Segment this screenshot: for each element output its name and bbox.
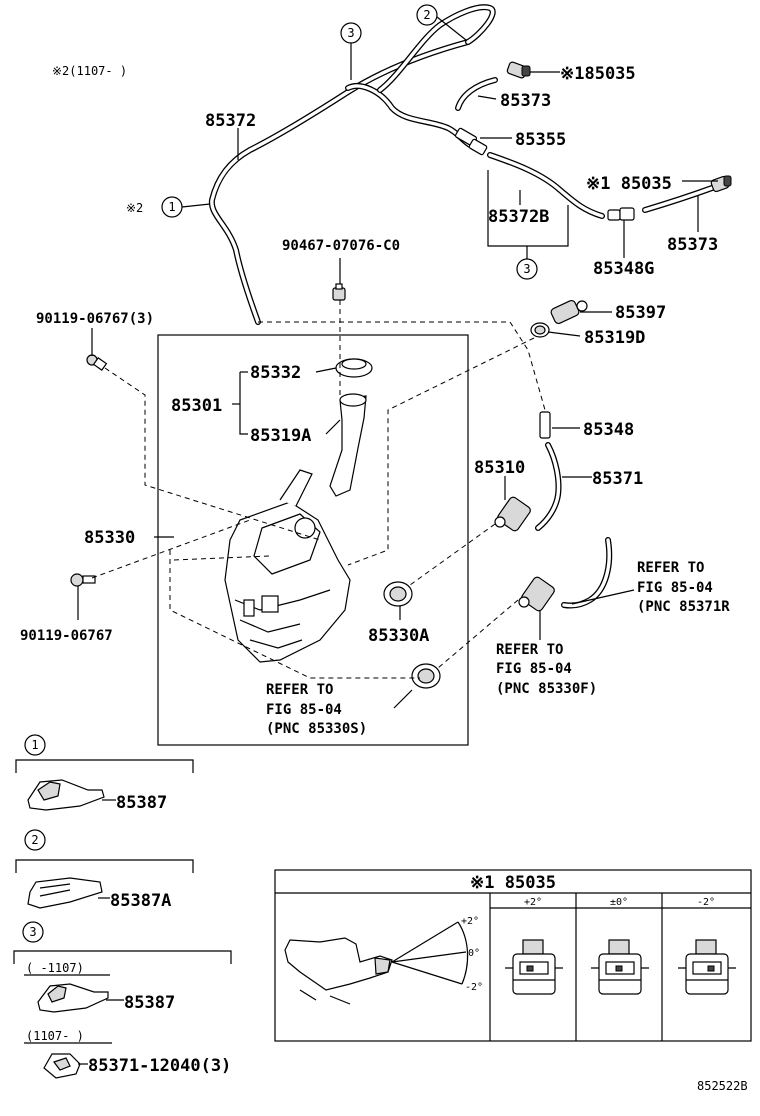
callout-3-top-text: 3 <box>347 26 354 40</box>
note-2-circle: ※2 <box>126 201 143 215</box>
label-85310: 85310 <box>474 458 525 478</box>
clip-90467 <box>332 283 346 301</box>
refer-85330s-line2: FIG 85-04 <box>266 702 342 718</box>
nozzle-85035-top <box>506 61 531 79</box>
label-85332: 85332 <box>250 363 301 383</box>
callout-circle-3-top: 3 <box>340 22 362 80</box>
label-85397: 85397 <box>615 303 666 323</box>
connector-85355 <box>454 127 488 156</box>
refer-85330s-line1: REFER TO <box>266 682 333 698</box>
nozzle-85035-mid <box>710 175 732 193</box>
hose-85372b <box>487 152 605 219</box>
label-85330: 85330 <box>84 528 135 548</box>
label-85319a: 85319A <box>250 426 311 446</box>
hose-85373-top <box>455 77 498 111</box>
label-90467: 90467-07076-C0 <box>282 238 400 254</box>
nozzle-setting-zero <box>591 939 649 995</box>
label-85355: 85355 <box>515 130 566 150</box>
washer-tank-85330 <box>224 469 351 663</box>
legend-2-number: 2 <box>31 833 38 847</box>
legend-3-number: 3 <box>29 925 36 939</box>
nozzle-detail-table: ※1 85035 +2° ±0° -2° +2° 0° -2° <box>274 869 752 1042</box>
grommet-85319d <box>530 322 550 338</box>
legend-2-part: 85387A <box>110 891 171 911</box>
label-85372: 85372 <box>205 111 256 131</box>
legend-1-number: 1 <box>31 738 38 752</box>
label-85373-top: 85373 <box>500 91 551 111</box>
label-85372b: 85372B <box>488 207 549 227</box>
tank-assembly-box <box>157 334 469 746</box>
bolt-90119-3 <box>86 354 108 371</box>
label-85373-mid: 85373 <box>667 235 718 255</box>
bolt-90119 <box>70 573 96 587</box>
label-90119: 90119-06767 <box>20 628 113 644</box>
clip-85387a-icon <box>27 877 103 909</box>
callout-3-mid-text: 3 <box>523 262 530 276</box>
legend-item-1: 1 85387 <box>15 734 194 813</box>
assembly-lines <box>91 300 546 679</box>
nozzle-setting-minus2 <box>678 939 736 995</box>
detail-title: ※1 85035 <box>470 873 556 893</box>
angle-plus2: +2° <box>461 916 479 927</box>
detail-col-plus2: +2° <box>524 897 542 908</box>
legend-item-2: 2 85387A <box>15 829 194 911</box>
callout-circle-3-mid: 3 <box>487 170 569 280</box>
note-2-range: ※2(1107- ) <box>52 64 127 78</box>
leader-lines <box>77 71 718 709</box>
cap-85332 <box>335 358 373 378</box>
detail-col-minus2: -2° <box>697 897 715 908</box>
legend-item-3: 3 ( -1107) 85387 (1107- ) 85371-12040(3) <box>13 921 232 1079</box>
legend-1-part: 85387 <box>116 793 167 813</box>
grommet-85330a <box>383 581 413 607</box>
label-85348g: 85348G <box>593 259 654 279</box>
legend-3-part-a: 85387 <box>124 993 175 1013</box>
inlet-85319a <box>329 393 367 497</box>
hose-85371 <box>535 442 562 531</box>
grommet-refer-85330s <box>411 663 441 689</box>
clip-85387-icon <box>27 779 105 811</box>
refer-85330f-line1: REFER TO <box>496 642 563 658</box>
clip-85371-icon <box>43 1053 81 1079</box>
label-85319d: 85319D <box>584 328 645 348</box>
refer-85330s-line3: (PNC 85330S) <box>266 721 367 737</box>
nozzle-setting-plus2 <box>505 939 563 995</box>
label-85371: 85371 <box>592 469 643 489</box>
refer-85371r-line2: FIG 85-04 <box>637 580 713 596</box>
pump-refer-85330f <box>518 576 555 612</box>
refer-85371r-line1: REFER TO <box>637 560 704 576</box>
joint-85348 <box>539 411 551 439</box>
hose-85373-mid <box>642 185 715 213</box>
clip-85387-alt-icon <box>37 983 109 1013</box>
label-85035-mid: ※1 85035 <box>586 174 672 194</box>
label-85330a: 85330A <box>368 626 429 646</box>
label-85035-top: ※185035 <box>560 64 636 84</box>
hose-refer-85371r <box>561 537 613 609</box>
callout-circle-1-left: 1 <box>161 196 211 218</box>
pump-85310 <box>494 496 531 532</box>
label-90119-3: 90119-06767(3) <box>36 311 154 327</box>
detail-col-zero: ±0° <box>610 897 628 908</box>
refer-85330f-line2: FIG 85-04 <box>496 661 572 677</box>
callout-2-top-text: 2 <box>423 8 430 22</box>
hose-85372 <box>208 4 496 325</box>
callout-1-left-text: 1 <box>168 200 175 214</box>
label-85301: 85301 <box>171 396 222 416</box>
callout-circle-2-top: 2 <box>416 4 467 41</box>
nozzle-angle-drawing: +2° 0° -2° <box>284 916 483 1005</box>
legend-3-range-a: ( -1107) <box>26 961 84 975</box>
legend-3-range-b: (1107- ) <box>26 1029 84 1043</box>
refer-85371r-line3: (PNC 85371R <box>637 599 730 615</box>
refer-85330f-line3: (PNC 85330F) <box>496 681 597 697</box>
figure-id: 852522B <box>697 1079 748 1093</box>
angle-minus2: -2° <box>465 982 483 993</box>
label-85348: 85348 <box>583 420 634 440</box>
joint-85348g <box>607 207 635 221</box>
motor-85397 <box>550 299 588 325</box>
angle-zero: 0° <box>468 948 480 959</box>
legend-3-part-b: 85371-12040(3) <box>88 1056 231 1076</box>
